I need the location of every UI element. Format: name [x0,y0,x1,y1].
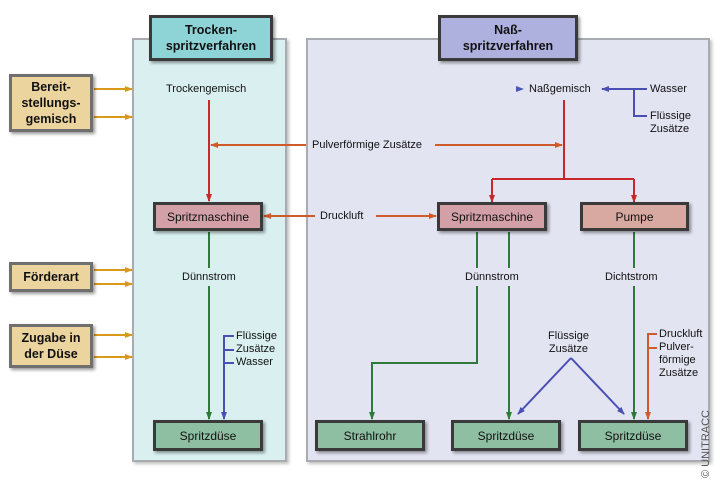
wet-additives [517,357,625,415]
label-trockengemisch: Trockengemisch [166,83,247,95]
machine-label: Spritzmaschine [166,209,250,224]
source-zugabe-duese: Zugabe in der Düse [9,324,93,368]
source-bereitstellungsgemisch: Bereit- stellungs- gemisch [9,74,93,132]
label-nassgemisch: Naßgemisch [529,83,591,95]
header-wet-text: Naß- spritzverfahren [462,23,554,53]
pump-additives [645,333,657,420]
source-arrows [94,86,133,360]
label-fluessige-zusaetze-wasser: Flüssige Zusätze Wasser [236,330,277,368]
wet-spritzduese-2: Spritzdüse [578,420,688,451]
wasser-arrow [601,86,647,117]
header-trockenspritzverfahren: Trocken- spritzverfahren [149,15,273,61]
source-foerderart: Förderart [9,262,93,292]
label-druckluft: Druckluft [320,210,364,222]
wet-spritzmaschine: Spritzmaschine [437,202,547,231]
dry-additives [221,335,234,420]
dry-spritzmaschine: Spritzmaschine [153,202,263,231]
nozzle-label: Strahlrohr [343,428,397,443]
source-label: Zugabe in der Düse [21,331,81,361]
label-duennstrom-wet: Dünnstrom [465,271,519,283]
arrow-head [516,86,524,92]
label-druckluft-pulver: Druckluft Pulver- förmige Zusätze [659,328,703,379]
header-dry-text: Trocken- spritzverfahren [165,23,257,53]
label-fluessige-zusaetze-top: Flüssige Zusätze [650,110,691,135]
copyright-notice: © UNITRACC [700,410,712,478]
wet-duennstrom [369,232,512,420]
source-label: Förderart [23,270,79,284]
label-pulverfoermige-zusaetze: Pulverförmige Zusätze [312,139,423,151]
machine-label: Pumpe [615,209,654,224]
source-label: Bereit- stellungs- gemisch [21,80,81,126]
label-duennstrom-dry: Dünnstrom [182,271,236,283]
dry-spritzduese: Spritzdüse [153,420,263,451]
label-wasser: Wasser [650,83,687,95]
nozzle-label: Spritzdüse [179,428,237,443]
label-fluessige-zusaetze-wet: Flüssige Zusätze [548,330,589,355]
pumpe: Pumpe [580,202,689,231]
nozzle-label: Spritzdüse [477,428,535,443]
machine-label: Spritzmaschine [450,209,534,224]
header-nassspritzverfahren: Naß- spritzverfahren [438,15,578,61]
nass-split [489,100,637,203]
strahlrohr: Strahlrohr [315,420,425,451]
label-dichtstrom: Dichtstrom [605,271,658,283]
wet-spritzduese-1: Spritzdüse [451,420,561,451]
nozzle-label: Spritzdüse [604,428,662,443]
